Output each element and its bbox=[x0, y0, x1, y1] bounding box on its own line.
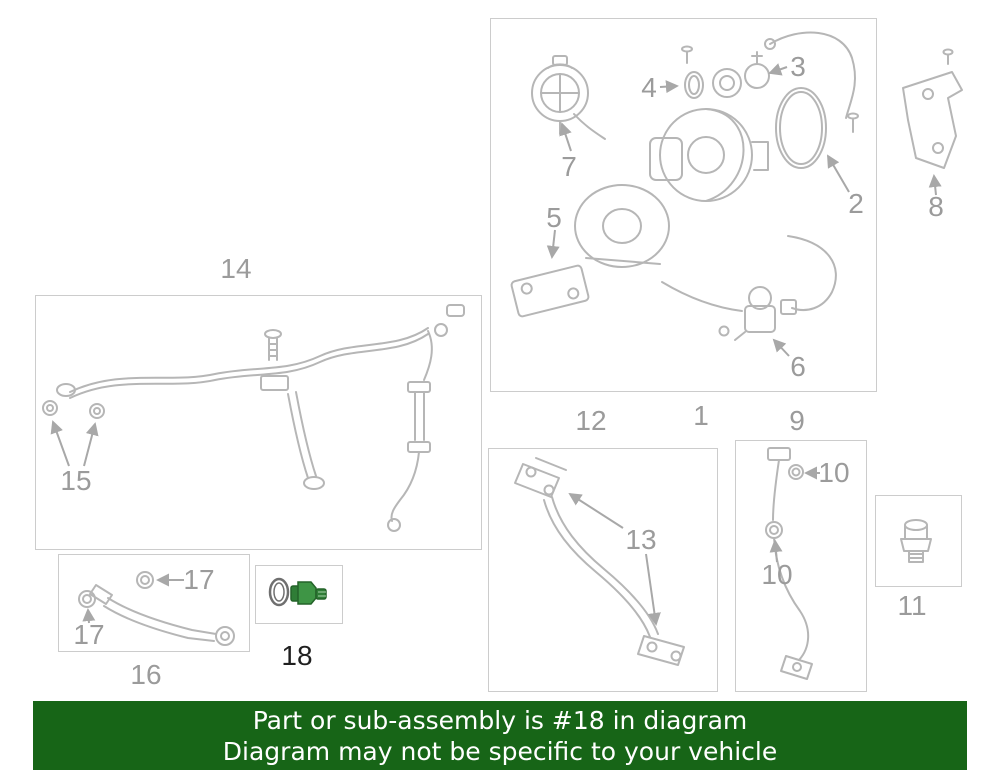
callout-part-7: 7 bbox=[561, 151, 577, 182]
callout-part-10a: 10 bbox=[818, 457, 850, 488]
banner-line2: Diagram may not be specific to your vehi… bbox=[222, 736, 778, 766]
assembly-box-9 bbox=[735, 440, 867, 692]
callout-part-13: 13 bbox=[625, 524, 657, 555]
notice-banner: Part or sub-assembly is #18 in diagram D… bbox=[33, 701, 967, 770]
callout-part-15: 15 bbox=[60, 465, 92, 496]
callout-part-18: 18 bbox=[281, 640, 313, 671]
assembly-box-14 bbox=[35, 295, 482, 550]
callout-part-12: 12 bbox=[575, 405, 607, 436]
heat-shield-art bbox=[902, 48, 963, 169]
assembly-box-1 bbox=[490, 18, 877, 392]
callout-part-16: 16 bbox=[130, 659, 162, 690]
callout-part-10b: 10 bbox=[761, 559, 793, 590]
assembly-box-12 bbox=[488, 448, 718, 692]
banner-line1: Part or sub-assembly is #18 in diagram bbox=[252, 705, 748, 735]
callout-part-5: 5 bbox=[546, 202, 562, 233]
callout-part-1: 1 bbox=[693, 400, 709, 431]
callout-part-14: 14 bbox=[220, 253, 252, 284]
callout-part-9: 9 bbox=[789, 405, 805, 436]
assembly-box-11 bbox=[875, 495, 962, 587]
callout-part-6: 6 bbox=[790, 351, 806, 382]
callout-part-4: 4 bbox=[641, 72, 657, 103]
callout-part-8: 8 bbox=[928, 191, 944, 222]
callout-part-2: 2 bbox=[848, 188, 864, 219]
callout-part-17a: 17 bbox=[183, 564, 215, 595]
assembly-box-16 bbox=[58, 554, 250, 652]
callout-part-3: 3 bbox=[790, 51, 806, 82]
assembly-box-18 bbox=[255, 565, 343, 624]
callout-part-17b: 17 bbox=[73, 619, 105, 650]
callout-part-11: 11 bbox=[897, 590, 927, 621]
